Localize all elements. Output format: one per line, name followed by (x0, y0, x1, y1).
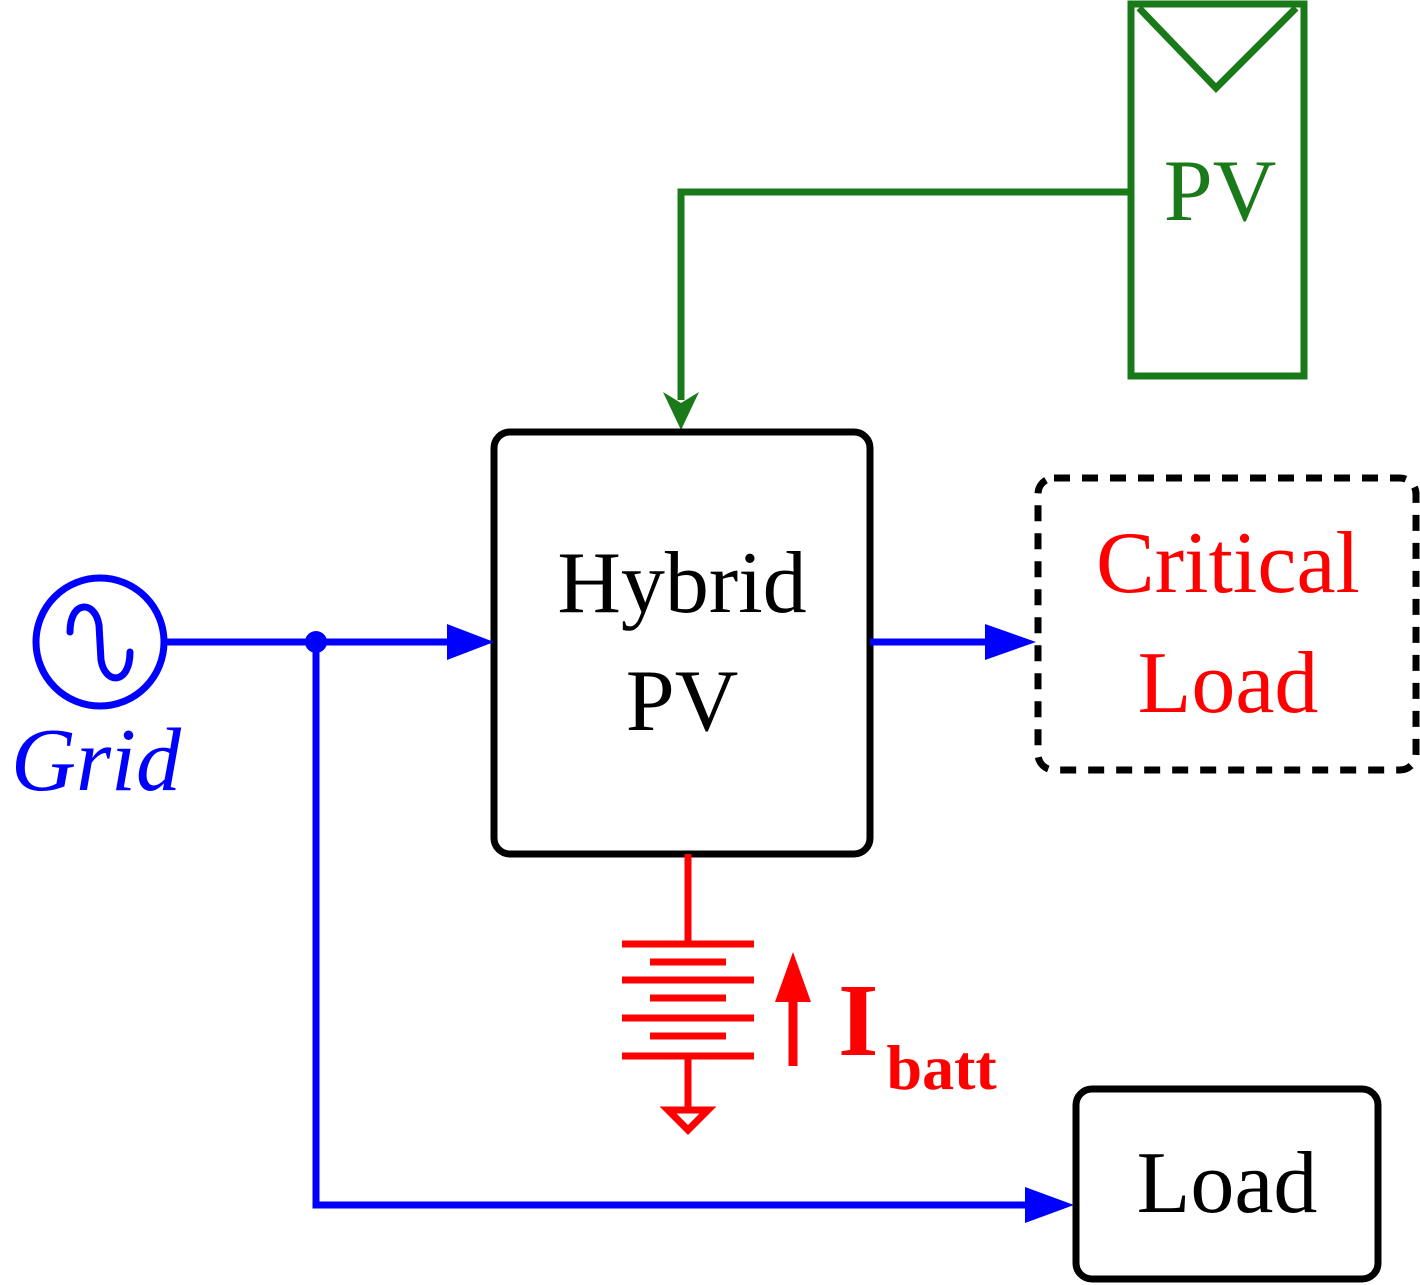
battery (622, 854, 754, 1135)
current-label-sub: batt (886, 1032, 997, 1103)
pv-connection (663, 188, 1131, 430)
current-label-main: I (838, 963, 878, 1078)
load-box: Load (1072, 1085, 1382, 1283)
pv-arrow-icon (663, 392, 699, 430)
pv-panel-chevron-icon (1136, 5, 1299, 93)
current-label: I batt (838, 963, 997, 1103)
pv-panel: PV (1127, 0, 1308, 380)
hybrid-pv-box: Hybrid PV (490, 428, 874, 858)
load-label: Load (1137, 1135, 1318, 1232)
grid-wiring (164, 624, 1074, 1223)
grid-label: Grid (11, 711, 182, 810)
ground-arrow-icon (659, 1106, 717, 1135)
hybrid-to-critical-arrow-icon (985, 624, 1036, 660)
current-up-arrow-icon (775, 952, 811, 1002)
hybrid-pv-label-line1: Hybrid (557, 535, 806, 632)
grid-to-load-arrow-icon (1025, 1187, 1074, 1223)
grid-source: Grid (11, 574, 182, 810)
pv-panel-label: PV (1164, 143, 1277, 240)
grid-to-hybrid-arrow-icon (447, 624, 494, 660)
battery-current: I batt (775, 952, 997, 1103)
critical-load-box: Critical Load (1034, 474, 1420, 774)
critical-load-label-line2: Load (1138, 635, 1319, 732)
ac-sine-icon (66, 603, 134, 682)
hybrid-pv-label-line2: PV (626, 653, 739, 750)
critical-load-label-line1: Critical (1096, 515, 1360, 612)
